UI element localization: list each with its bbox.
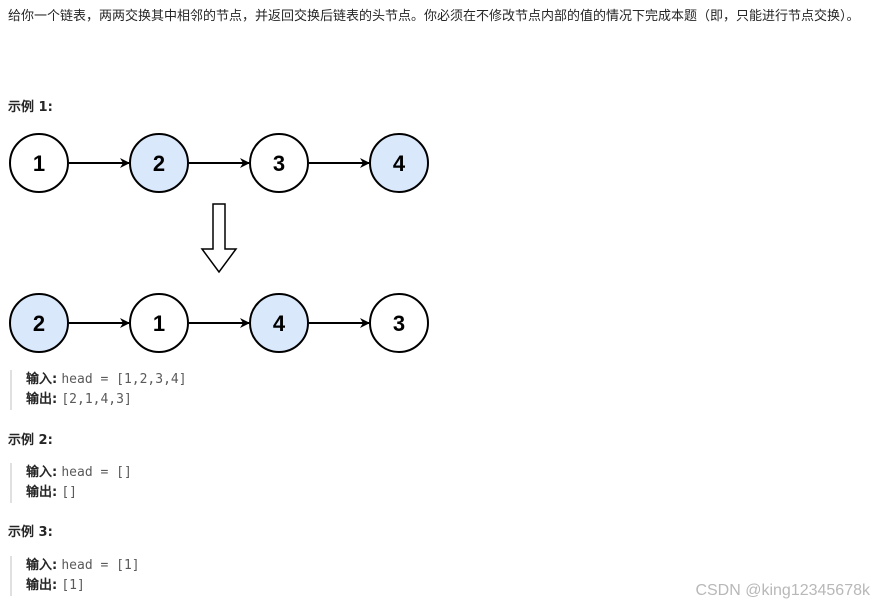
node-value: 1	[33, 151, 45, 176]
list-node	[129, 293, 189, 353]
output-label: 输出:	[26, 578, 58, 593]
input-value: head = [1]	[61, 558, 140, 573]
input-label: 输入:	[26, 558, 58, 573]
linked-list-swap-diagram: 1 2 3 4 2 1 4 3	[9, 133, 429, 353]
input-line: 输入: head = [1]	[26, 556, 140, 576]
list-node	[369, 133, 429, 193]
input-label: 输入:	[26, 372, 58, 387]
example-1-io: 输入: head = [1,2,3,4] 输出: [2,1,4,3]	[10, 370, 187, 410]
node-value: 2	[33, 311, 45, 336]
node-value: 2	[153, 151, 165, 176]
output-line: 输出: [2,1,4,3]	[26, 390, 187, 410]
list-node	[249, 133, 309, 193]
list-node	[9, 293, 69, 353]
output-value: [1]	[61, 578, 85, 593]
node-value: 3	[273, 151, 285, 176]
example-2-io: 输入: head = [] 输出: []	[10, 463, 132, 503]
watermark: CSDN @king12345678k	[695, 582, 870, 599]
input-label: 输入:	[26, 465, 58, 480]
example-3-io: 输入: head = [1] 输出: [1]	[10, 556, 140, 596]
node-value: 3	[393, 311, 405, 336]
node-value: 1	[153, 311, 165, 336]
problem-description: 给你一个链表，两两交换其中相邻的节点，并返回交换后链表的头节点。你必须在不修改节…	[8, 9, 860, 24]
input-value: head = []	[61, 465, 132, 480]
example-1-title: 示例 1:	[8, 100, 53, 115]
output-label: 输出:	[26, 485, 58, 500]
example-3-title: 示例 3:	[8, 525, 53, 540]
down-arrow-icon	[200, 203, 238, 274]
list-node	[9, 133, 69, 193]
example-2-title: 示例 2:	[8, 433, 53, 448]
input-line: 输入: head = [1,2,3,4]	[26, 370, 187, 390]
list-after-swap: 2 1 4 3	[9, 293, 429, 353]
input-line: 输入: head = []	[26, 463, 132, 483]
node-value: 4	[393, 151, 406, 176]
node-value: 4	[273, 311, 286, 336]
list-node	[129, 133, 189, 193]
input-value: head = [1,2,3,4]	[61, 372, 187, 387]
output-line: 输出: [1]	[26, 576, 140, 596]
output-line: 输出: []	[26, 483, 132, 503]
list-node	[249, 293, 309, 353]
output-label: 输出:	[26, 392, 58, 407]
output-value: []	[61, 485, 77, 500]
output-value: [2,1,4,3]	[61, 392, 132, 407]
list-before-swap: 1 2 3 4	[9, 133, 429, 193]
list-node	[369, 293, 429, 353]
